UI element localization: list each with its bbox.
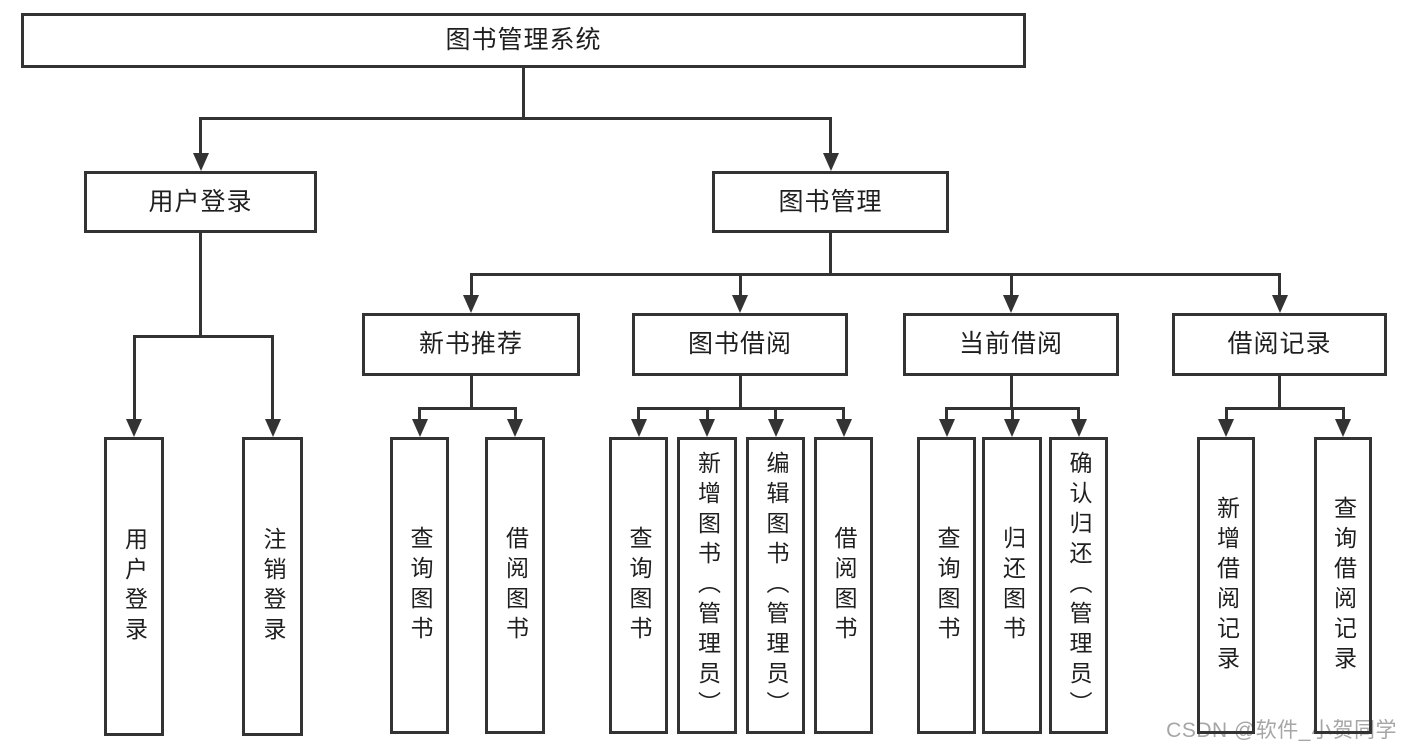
connector-borrow-records-to-br-query-record	[1341, 408, 1345, 421]
node-book-borrow: 图书借阅	[632, 313, 848, 376]
node-bb-edit-books: 编辑图书（管理员）	[746, 437, 805, 734]
node-br-query-record: 查询借阅记录	[1314, 437, 1372, 734]
connector-root-stem	[522, 68, 525, 118]
csdn-watermark: CSDN @软件_小贺同学	[1166, 719, 1397, 742]
connector-user-login-to-leaf-logout	[271, 336, 274, 421]
node-user-login: 用户登录	[84, 171, 317, 233]
connector-book-borrow-to-bb-edit-books	[774, 408, 777, 421]
arrowhead-bb-borrow-books	[835, 419, 852, 437]
arrowhead-book-borrow	[732, 295, 748, 313]
connector-current-borrow-to-cb-return-books	[1010, 408, 1014, 421]
connector-user-login-bar	[132, 334, 274, 338]
arrowhead-nb-borrow-books	[507, 419, 523, 437]
connector-root-to-user-login	[199, 118, 202, 155]
connector-new-books-stem	[469, 376, 473, 408]
node-new-books: 新书推荐	[362, 313, 580, 376]
connector-book-borrow-stem	[738, 376, 742, 408]
connector-book-mgmt-to-new-books	[469, 274, 473, 297]
arrowhead-cb-return-books	[1004, 419, 1020, 437]
arrowhead-bb-add-books	[699, 419, 715, 437]
node-nb-borrow-books: 借阅图书	[485, 437, 545, 734]
node-br-add-record: 新增借阅记录	[1197, 437, 1255, 734]
arrowhead-cb-confirm-return	[1070, 419, 1087, 437]
connector-book-mgmt-to-current-borrow	[1009, 274, 1013, 297]
arrowhead-user-login	[192, 153, 209, 171]
connector-book-borrow-to-bb-query-books	[637, 408, 640, 421]
arrowhead-cb-query-books	[938, 419, 955, 437]
connector-new-books-to-nb-borrow-books	[513, 408, 517, 421]
connector-book-mgmt-stem	[829, 233, 832, 274]
node-bb-add-books: 新增图书（管理员）	[677, 437, 737, 734]
node-cb-query-books: 查询图书	[917, 437, 976, 734]
connector-borrow-records-stem	[1278, 376, 1281, 408]
arrowhead-br-query-record	[1335, 419, 1351, 437]
arrowhead-leaf-user-login	[126, 419, 142, 437]
arrowhead-leaf-logout	[264, 419, 281, 437]
arrowhead-nb-query-books	[411, 419, 428, 437]
connector-current-borrow-to-cb-query-books	[945, 408, 948, 421]
connector-current-borrow-stem	[1009, 376, 1013, 408]
connector-borrow-records-bar	[1224, 406, 1345, 410]
connector-root-bar	[199, 116, 832, 120]
connector-user-login-to-leaf-user-login	[132, 336, 136, 421]
connector-book-borrow-to-bb-borrow-books	[842, 408, 845, 421]
connector-root-to-book-mgmt	[829, 118, 832, 155]
arrowhead-book-mgmt	[822, 153, 839, 171]
arrowhead-br-add-record	[1218, 419, 1234, 437]
node-borrow-records: 借阅记录	[1172, 313, 1387, 376]
arrowhead-bb-query-books	[630, 419, 647, 437]
arrowhead-borrow-records	[1271, 295, 1288, 313]
node-bb-borrow-books: 借阅图书	[814, 437, 873, 734]
arrowhead-bb-edit-books	[767, 419, 784, 437]
node-root: 图书管理系统	[21, 13, 1026, 68]
connector-book-mgmt-bar	[469, 272, 1281, 276]
connector-user-login-stem	[199, 233, 202, 336]
node-book-mgmt: 图书管理	[712, 171, 949, 233]
connector-new-books-bar	[418, 406, 517, 410]
connector-book-mgmt-to-book-borrow	[738, 274, 742, 297]
arrowhead-current-borrow	[1003, 295, 1019, 313]
connector-book-borrow-bar	[637, 406, 845, 410]
connector-borrow-records-to-br-add-record	[1224, 408, 1228, 421]
connector-new-books-to-nb-query-books	[418, 408, 421, 421]
node-leaf-logout: 注销登录	[242, 437, 303, 736]
connector-book-borrow-to-bb-add-books	[705, 408, 709, 421]
connector-current-borrow-to-cb-confirm-return	[1077, 408, 1080, 421]
node-cb-confirm-return: 确认归还（管理员）	[1049, 437, 1108, 734]
node-cb-return-books: 归还图书	[982, 437, 1042, 734]
node-bb-query-books: 查询图书	[609, 437, 668, 734]
node-nb-query-books: 查询图书	[390, 437, 449, 734]
connector-book-mgmt-to-borrow-records	[1278, 274, 1281, 297]
node-leaf-user-login: 用户登录	[104, 437, 164, 736]
arrowhead-new-books	[463, 295, 479, 313]
node-current-borrow: 当前借阅	[903, 313, 1119, 376]
